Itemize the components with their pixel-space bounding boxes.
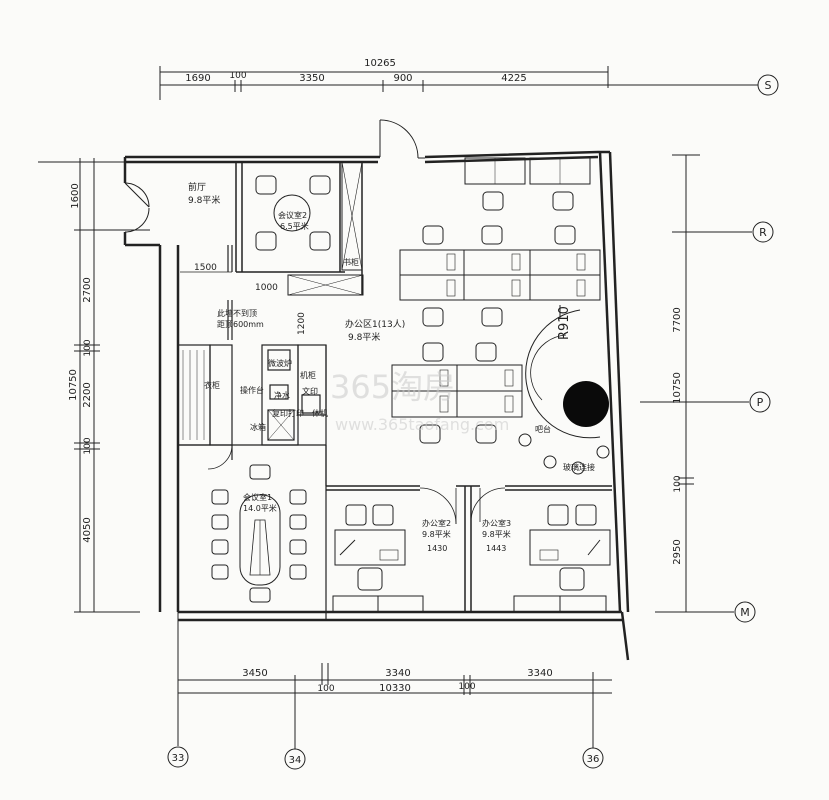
dim-top-900: 900 xyxy=(393,73,412,84)
label-bar: 吧台 xyxy=(535,424,551,434)
dim-top-3350: 3350 xyxy=(299,73,324,84)
label-lobby: 前厅 xyxy=(188,181,206,193)
label-office2: 办公室2 xyxy=(422,518,451,528)
label-copier: 复印打印一体机 xyxy=(272,408,328,418)
label-bookcase: 书柜 xyxy=(343,257,359,267)
dim-bottom-3450: 3450 xyxy=(242,668,267,679)
label-stationery: 文印 xyxy=(302,386,318,396)
axis-label-36: 36 xyxy=(587,754,600,765)
watermark-main: 365淘房 xyxy=(330,368,455,406)
top-dimension-line xyxy=(159,66,760,100)
left-dimension-line xyxy=(38,158,150,613)
workstations xyxy=(391,157,601,444)
meeting2-furniture xyxy=(255,175,331,251)
private-offices xyxy=(326,485,612,612)
office-furniture xyxy=(332,504,611,613)
label-counter: 操作台 xyxy=(240,385,264,395)
dim-right-10750: 10750 xyxy=(672,372,683,404)
label-radius: R910 xyxy=(557,306,572,340)
label-office3-num: 1443 xyxy=(486,544,506,553)
meeting-room-2 xyxy=(235,161,363,273)
label-water: 净水 xyxy=(274,390,290,400)
bar-counter xyxy=(518,305,610,475)
label-wardrobe: 衣柜 xyxy=(204,380,220,390)
label-cabinet: 机柜 xyxy=(300,370,316,380)
bottom-dimension-line xyxy=(177,612,612,749)
dim-left-10750: 10750 xyxy=(68,369,79,401)
watermark-url: www.365taofang.com xyxy=(335,415,509,434)
label-glass: 玻璃连接 xyxy=(563,462,595,472)
axis-label-r: R xyxy=(759,226,767,239)
dim-left-4050: 4050 xyxy=(82,517,93,542)
axis-label-s: S xyxy=(765,79,772,92)
dim-1200: 1200 xyxy=(297,312,307,335)
dim-right-100: 100 xyxy=(673,475,683,492)
axis-bubble-s xyxy=(757,74,779,96)
label-lobby-area: 9.8平米 xyxy=(188,194,220,206)
office-doors xyxy=(419,487,506,525)
right-dimension-line xyxy=(640,154,752,613)
label-meeting2: 会议室2 xyxy=(278,210,307,220)
dim-bottom-100b: 100 xyxy=(458,682,475,692)
dim-bottom-100a: 100 xyxy=(317,684,334,694)
dim-left-2700: 2700 xyxy=(82,277,93,302)
dim-1000: 1000 xyxy=(255,283,278,293)
label-office3: 办公室3 xyxy=(482,518,511,528)
dim-left-100a: 100 xyxy=(83,339,93,356)
dim-left-1600: 1600 xyxy=(70,183,81,208)
dim-top-total: 10265 xyxy=(364,58,396,69)
label-office2-num: 1430 xyxy=(427,544,447,553)
dim-bottom-10330: 10330 xyxy=(379,683,411,694)
label-fridge: 冰箱 xyxy=(250,422,266,432)
outer-walls xyxy=(123,150,630,661)
axis-label-m: M xyxy=(740,606,750,619)
label-note-2: 距顶600mm xyxy=(217,320,264,329)
column xyxy=(563,381,609,427)
entrance-door xyxy=(379,119,425,159)
label-note-1: 此墙不到顶 xyxy=(217,308,257,318)
meeting-room-1 xyxy=(211,464,307,603)
dim-left-100b: 100 xyxy=(83,437,93,454)
dim-left-2200: 2200 xyxy=(82,382,93,407)
dim-bottom-3340b: 3340 xyxy=(527,668,552,679)
axis-label-p: P xyxy=(757,396,764,409)
label-meeting1: 会议室1 xyxy=(243,492,272,502)
label-meeting1-area: 14.0平米 xyxy=(243,503,277,513)
bookcase xyxy=(287,162,364,296)
label-microwave: 微波炉 xyxy=(268,358,292,368)
axis-bubble-33 xyxy=(167,746,189,768)
axis-label-34: 34 xyxy=(289,755,302,766)
lobby-divider xyxy=(180,245,233,340)
dim-top-1690: 1690 xyxy=(185,73,210,84)
axis-bubble-m xyxy=(734,601,756,623)
dim-right-7700: 7700 xyxy=(672,307,683,332)
axis-label-33: 33 xyxy=(172,753,185,764)
axis-bubble-r xyxy=(752,221,774,243)
label-office3-area: 9.8平米 xyxy=(482,529,511,539)
label-office2-area: 9.8平米 xyxy=(422,529,451,539)
label-office-area: 办公区1(13人) xyxy=(345,318,405,330)
dim-top-4225: 4225 xyxy=(501,73,526,84)
dim-bottom-3340a: 3340 xyxy=(385,668,410,679)
label-office-area-sqm: 9.8平米 xyxy=(348,331,380,343)
dim-right-2950: 2950 xyxy=(672,539,683,564)
label-meeting2-area: 6.5平米 xyxy=(280,221,309,231)
axis-bubble-p xyxy=(749,391,771,413)
lobby-door xyxy=(124,182,150,233)
dim-top-100: 100 xyxy=(229,71,246,81)
dim-1500: 1500 xyxy=(194,263,217,273)
